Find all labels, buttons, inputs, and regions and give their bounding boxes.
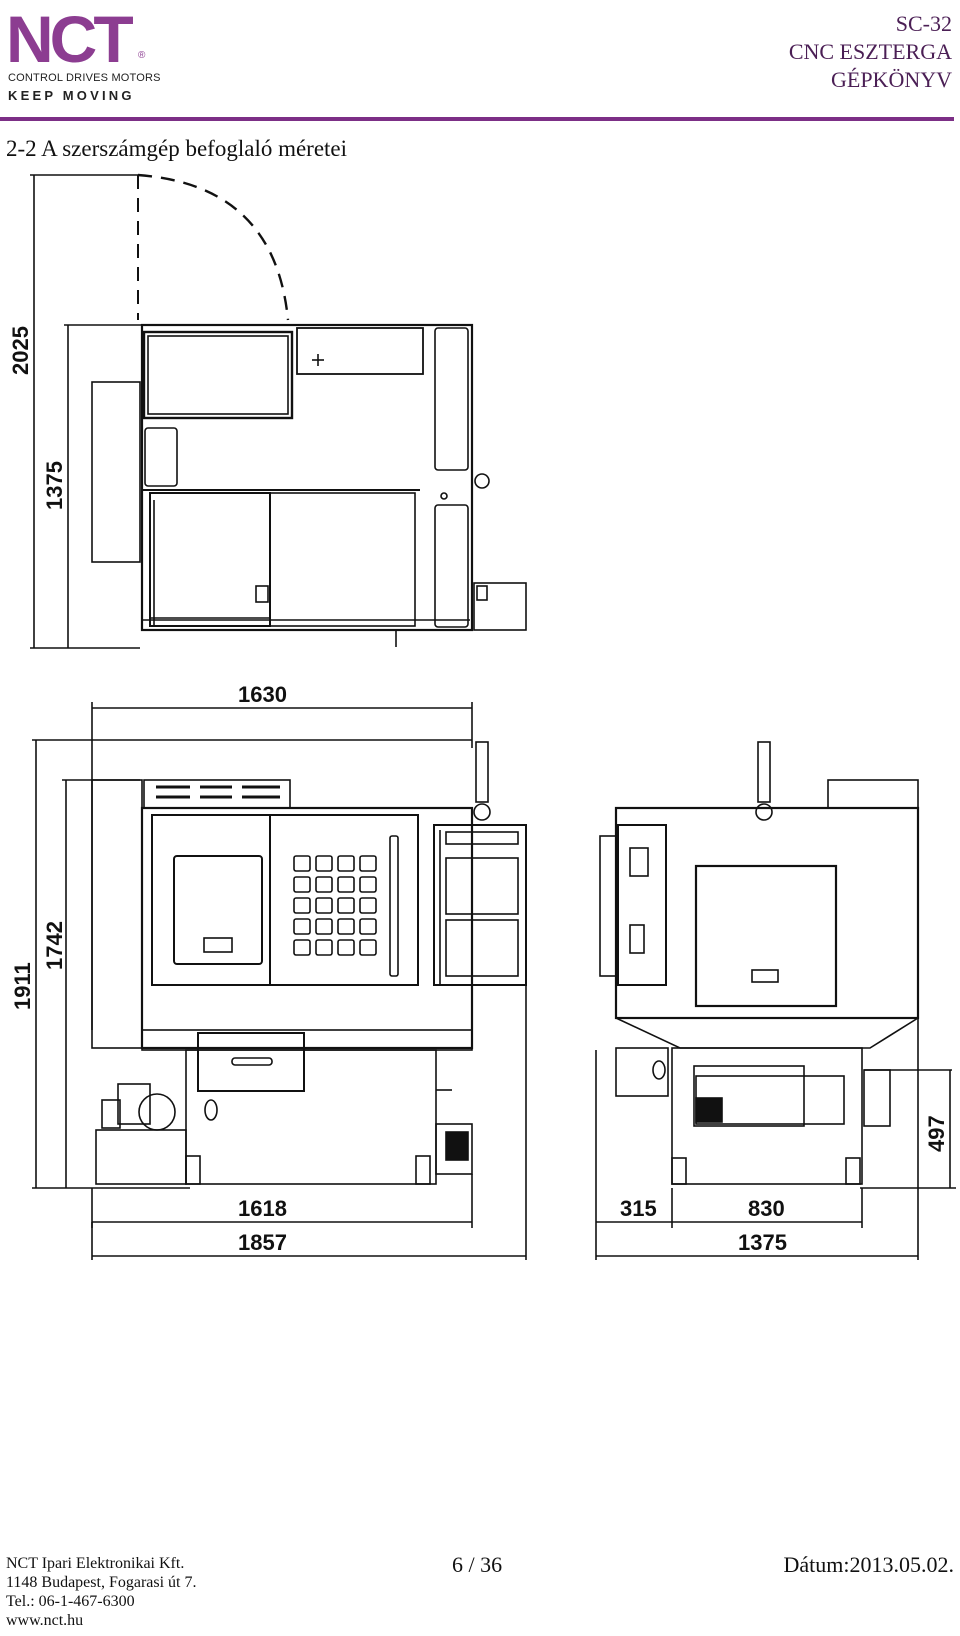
top-view [30,173,527,649]
footer-phone: Tel.: 06-1-467-6300 [6,1593,135,1610]
document-date: Dátum:2013.05.02. [783,1552,955,1577]
keypad-key [337,897,355,914]
keypad-key [337,918,355,935]
dim-side-315: 315 [620,1196,657,1221]
dim-top-1375: 1375 [42,461,67,510]
keypad-key [293,939,311,956]
keypad-key [359,897,377,914]
keypad-key [337,876,355,893]
keypad-key [315,876,333,893]
keypad-key [293,918,311,935]
section-title: 2-2 A szerszámgép befoglaló méretei [6,136,348,161]
dim-front-1911: 1911 [10,962,35,1010]
manual-title: GÉPKÖNYV [831,67,952,92]
keypad-key [337,855,355,872]
keypad-key [359,939,377,956]
keypad-key [293,876,311,893]
dim-side-497: 497 [924,1115,949,1152]
footer-company: NCT Ipari Elektronikai Kft. [6,1555,185,1572]
header-rule [0,117,954,121]
keypad-grid [293,855,377,956]
dim-front-1857: 1857 [238,1230,287,1255]
footer-web: www.nct.hu [6,1612,84,1629]
footer-address: 1148 Budapest, Fogarasi út 7. [6,1574,197,1591]
model-name: SC-32 [895,11,952,36]
keypad-key [315,855,333,872]
logo-letters: NCT [6,2,134,76]
nct-logo: NCT ® CONTROL DRIVES MOTORS KEEP MOVING [6,2,161,106]
logo-tagline-2: KEEP MOVING [8,88,135,103]
keypad-key [293,855,311,872]
keypad-key [359,855,377,872]
dim-front-1742: 1742 [42,921,67,970]
front-view [32,702,527,1260]
side-view [595,741,956,1260]
keypad-key [315,918,333,935]
keypad-key [359,876,377,893]
keypad-key [359,918,377,935]
dim-side-1375: 1375 [738,1230,787,1255]
dim-top-2025: 2025 [8,326,33,375]
logo-tagline-1: CONTROL DRIVES MOTORS [8,72,161,84]
keypad-key [337,939,355,956]
dim-front-1618: 1618 [238,1196,287,1221]
keypad-key [315,939,333,956]
document-header: SC-32 CNC ESZTERGA GÉPKÖNYV [789,10,952,94]
keypad-key [293,897,311,914]
dim-side-830: 830 [748,1196,785,1221]
logo-registered-mark: ® [138,50,146,61]
keypad-key [315,897,333,914]
footer-company-block: NCT Ipari Elektronikai Kft. 1148 Budapes… [6,1554,197,1630]
dim-front-1630: 1630 [238,682,287,707]
machine-dimension-drawing: 2025 1375 [8,173,956,1260]
page-number: 6 / 36 [452,1552,503,1577]
product-name: CNC ESZTERGA [788,39,952,64]
